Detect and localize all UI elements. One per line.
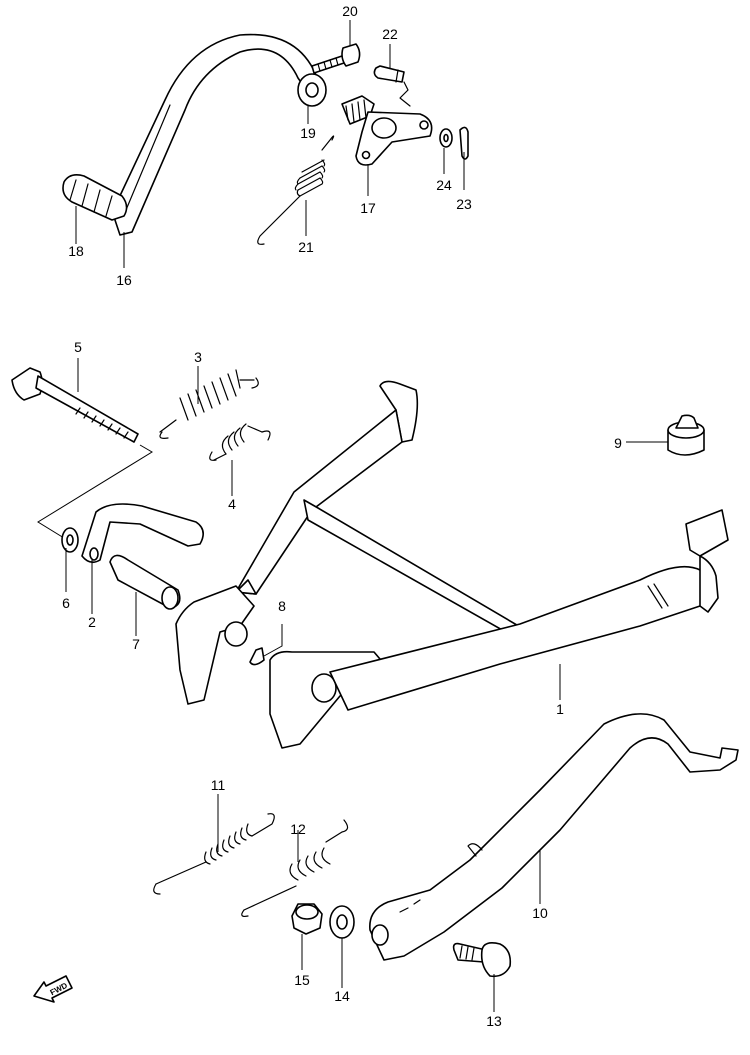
label-9: 9	[614, 435, 622, 451]
label-11: 11	[211, 777, 226, 793]
shift-link-arm	[341, 81, 433, 166]
label-7: 7	[132, 636, 140, 652]
pivot-bolt-13	[452, 942, 512, 978]
label-19: 19	[300, 125, 316, 141]
label-15: 15	[294, 972, 310, 988]
label-22: 22	[382, 26, 398, 42]
washer-19	[297, 73, 327, 107]
cotter-pin-23	[459, 126, 469, 160]
label-21: 21	[298, 239, 314, 255]
spring-21	[257, 135, 335, 245]
washer-24	[439, 128, 453, 148]
nut-15	[291, 903, 323, 935]
leader-lines	[65, 20, 668, 1012]
label-12: 12	[290, 821, 306, 837]
cotter-pin-8	[249, 647, 265, 666]
part-number-labels: 20 22 19 24 23 17 21 18 16 5 3 9 4 6 8 2…	[62, 3, 622, 1029]
stay-2	[81, 503, 204, 564]
label-4: 4	[228, 496, 236, 512]
bolt-22	[373, 65, 405, 83]
spring-4	[209, 423, 271, 461]
gear-shift-lever	[109, 33, 319, 236]
label-13: 13	[486, 1013, 502, 1029]
spring-11	[153, 813, 275, 895]
label-14: 14	[334, 988, 350, 1004]
label-17: 17	[360, 200, 376, 216]
label-3: 3	[194, 349, 202, 365]
collar-7	[109, 554, 181, 610]
label-6: 6	[62, 595, 70, 611]
stopper-rubber-9	[667, 414, 705, 456]
label-2: 2	[88, 614, 96, 630]
washer-14	[329, 905, 355, 939]
bolt-5	[11, 367, 153, 539]
label-24: 24	[436, 177, 452, 193]
label-20: 20	[342, 3, 358, 19]
label-16: 16	[116, 272, 132, 288]
label-1: 1	[556, 701, 564, 717]
label-18: 18	[68, 243, 84, 259]
spring-12	[241, 819, 349, 917]
spring-3	[159, 369, 259, 439]
label-5: 5	[74, 339, 82, 355]
brake-pedal	[369, 713, 739, 961]
label-8: 8	[278, 598, 286, 614]
bolt-20	[311, 43, 361, 74]
label-23: 23	[456, 196, 472, 212]
washer-6	[61, 527, 79, 553]
forward-arrow-icon: FWD	[33, 975, 73, 1003]
center-stand	[175, 380, 729, 749]
shift-pedal-rubber	[62, 174, 128, 221]
label-10: 10	[532, 905, 548, 921]
